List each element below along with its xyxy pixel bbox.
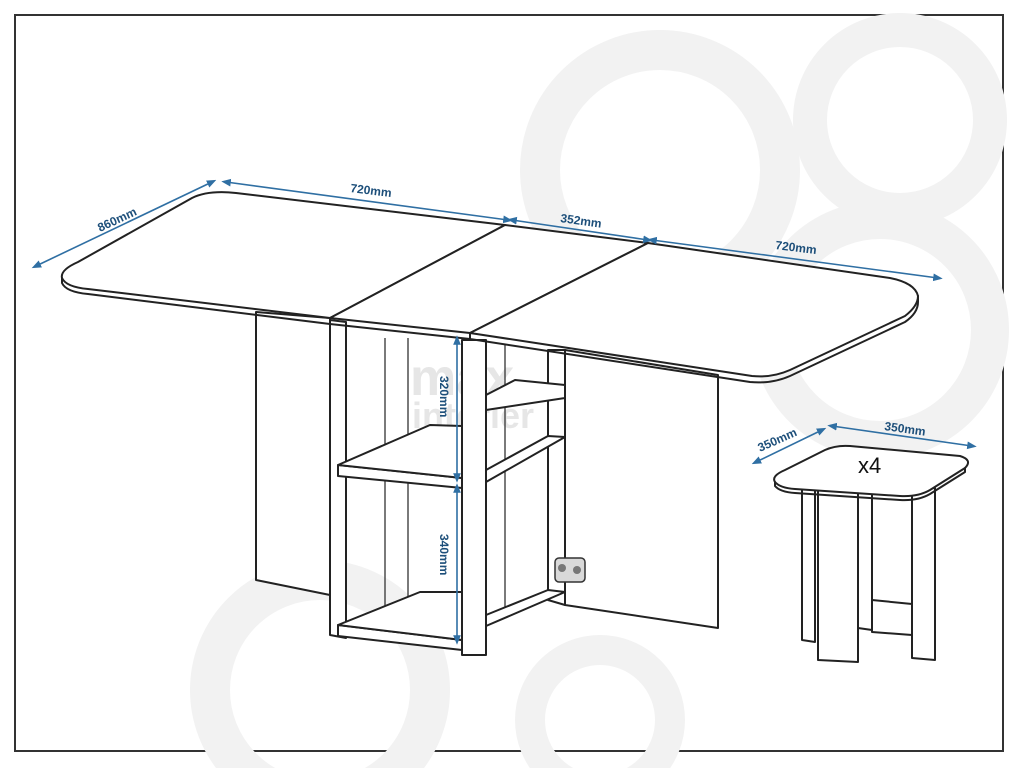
hinge-icon [554, 557, 586, 583]
table-cabinet [329, 319, 586, 656]
dimension-shelf-upper: 320mm [437, 335, 461, 483]
drawing-frame [14, 14, 1004, 752]
table-right-leg-panel [564, 349, 719, 629]
dimension-center: 352mm [507, 211, 653, 244]
dimension-shelf-lower: 340mm [437, 483, 461, 645]
dimension-leaf-left-label: 720mm [350, 181, 393, 200]
dimension-stool-width-label: 350mm [884, 419, 927, 439]
dimension-stool-depth-label: 350mm [756, 425, 799, 455]
dimension-leaf-right-label: 720mm [775, 238, 818, 257]
dimension-stool-width: 350mm [827, 419, 977, 450]
stool-quantity: x4 [858, 453, 881, 478]
dimension-shelf-lower-label: 340mm [437, 534, 451, 575]
dimension-depth-label: 860mm [95, 205, 138, 235]
dimension-leaf-left: 720mm [221, 178, 513, 224]
table-left-leg-panel [255, 311, 331, 596]
dimension-shelf-upper-label: 320mm [437, 376, 451, 417]
dimension-leaf-right: 720mm [647, 236, 943, 282]
stool [773, 444, 970, 663]
dimension-center-label: 352mm [560, 211, 603, 231]
